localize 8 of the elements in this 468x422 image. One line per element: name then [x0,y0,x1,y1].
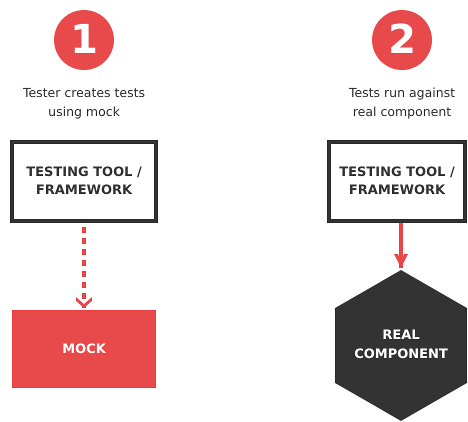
step-number-circle: 2 [372,10,432,70]
process-box: MOCK [12,310,156,388]
process-box: TESTING TOOL / FRAMEWORK [10,140,158,223]
step-description: Tester creates tests using mock [22,84,146,121]
step-description: Tests run against real component [348,84,456,121]
hexagon-node: REAL COMPONENT [335,270,467,421]
step-number-circle: 1 [54,10,114,70]
process-box: TESTING TOOL / FRAMEWORK [327,140,467,223]
